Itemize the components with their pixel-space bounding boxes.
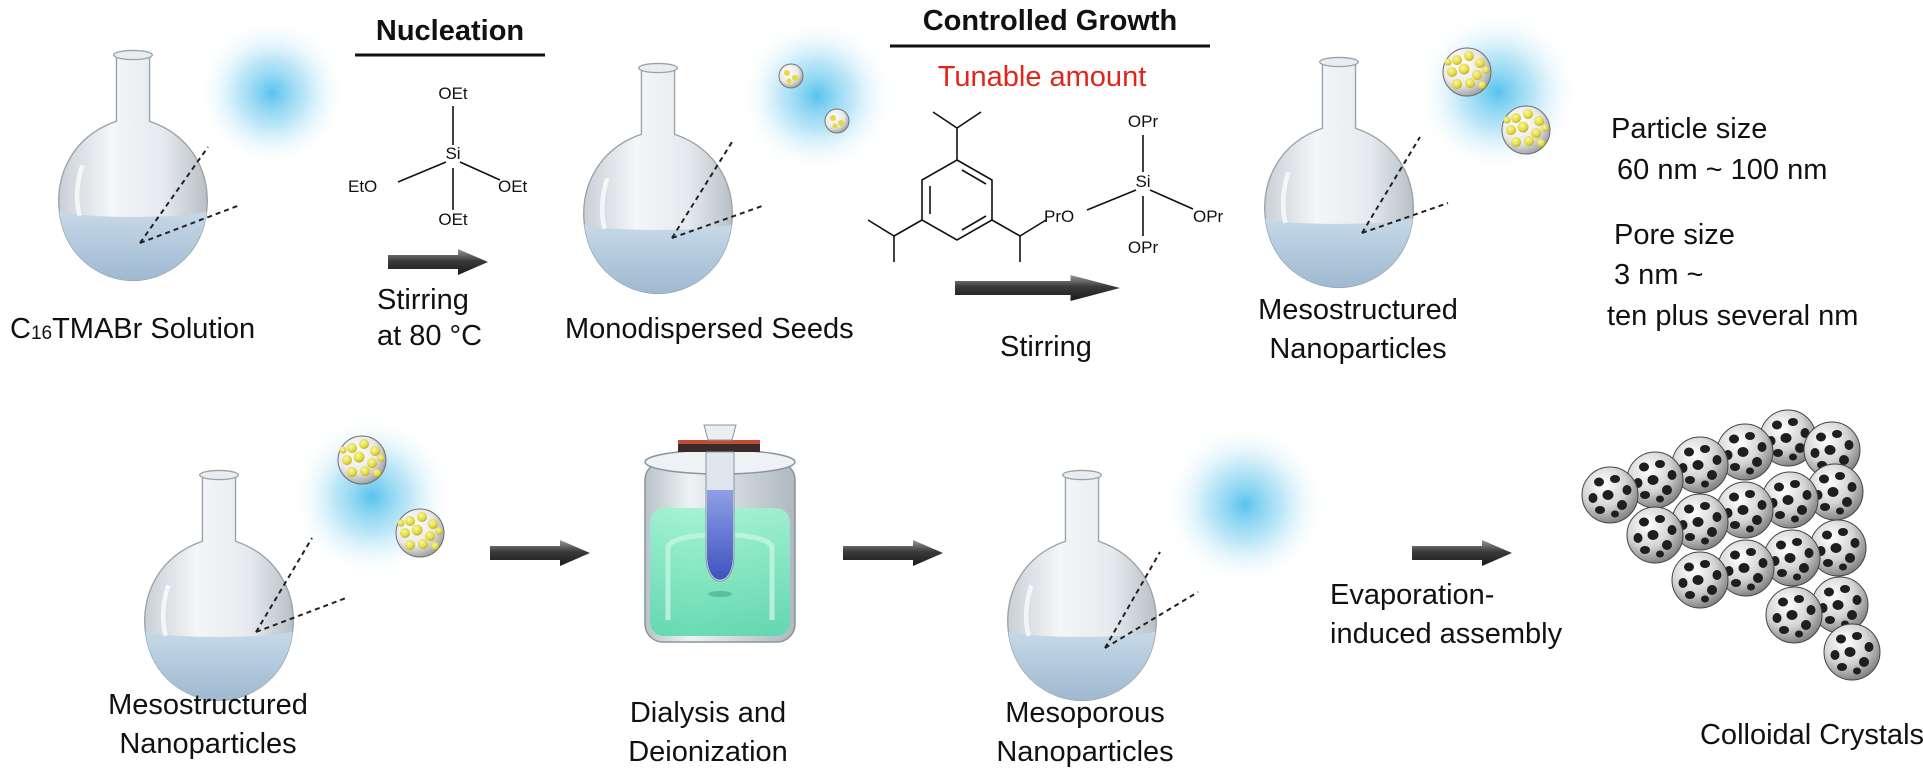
growth-arrow-label: Stirring (1000, 331, 1092, 363)
flask-step4 (145, 470, 294, 700)
label-monodispersed-seeds: Monodispersed Seeds (565, 313, 854, 345)
header-nucleation: Nucleation (375, 15, 525, 47)
tpos-center-label: Si (1135, 172, 1151, 191)
label-step6-line1: Mesoporous (1005, 697, 1165, 729)
mesostructured-particle-2 (1501, 105, 1551, 155)
label-ctmabr-subscript: 16 (30, 323, 53, 344)
tpos-molecule (1086, 135, 1194, 236)
tpos-bottom-label: OPr (1127, 238, 1159, 257)
label-step3-line1: Mesostructured (1258, 294, 1458, 326)
arrow-to-crystals (1412, 540, 1512, 566)
zoom-lines-step6 (1104, 551, 1199, 649)
mesostructured-particle-4 (395, 508, 445, 558)
flask-step3 (1265, 57, 1414, 287)
nucleation-arrow-line2: at 80 °C (377, 320, 483, 352)
flask-step1 (59, 50, 208, 280)
label-step6-line2: Nanoparticles (996, 736, 1174, 768)
particle-size-value: 60 nm ~ 100 nm (1617, 154, 1828, 186)
growth-tunable-amount: Tunable amount (937, 61, 1147, 93)
arrow-to-mesoporous (843, 540, 943, 566)
tipb-molecule (867, 111, 1047, 262)
zoom-lines-step2 (671, 141, 766, 239)
teos-top-label: OEt (438, 84, 468, 103)
glow-step3 (1416, 10, 1580, 174)
evaporation-line1: Evaporation- (1330, 579, 1495, 611)
label-colloidal-crystals: Colloidal Crystals (1699, 719, 1923, 751)
particle-size-title: Particle size (1611, 113, 1768, 145)
arrow-nucleation (388, 249, 488, 275)
tpos-right-label: OPr (1193, 207, 1224, 226)
teos-right-label: OEt (498, 177, 528, 196)
mesostructured-particle-1 (1442, 47, 1492, 97)
teos-center-label: Si (445, 144, 461, 163)
glow-step6 (1163, 423, 1327, 587)
glow-step1 (197, 18, 347, 168)
label-ctmabr-suffix: TMABr Solution (52, 313, 256, 345)
seed-particles (778, 63, 850, 134)
pore-size-value-line1: 3 nm ~ (1614, 259, 1704, 291)
mesostructured-particle-3 (337, 435, 387, 485)
label-step4-line2: Nanoparticles (119, 728, 297, 760)
label-step4-line1: Mesostructured (108, 689, 308, 721)
tpos-top-label: OPr (1127, 112, 1159, 131)
glow-step2 (739, 18, 895, 174)
pore-size-value-line2: ten plus several nm (1607, 300, 1859, 332)
colloidal-crystal (1581, 409, 1881, 681)
label-step5-line1: Dialysis and (629, 697, 787, 729)
arrow-growth (955, 275, 1120, 301)
arrow-to-dialysis (490, 540, 590, 566)
flask-step2 (584, 63, 733, 293)
dialysis-bag (678, 424, 760, 597)
label-ctmabr-prefix: C (10, 313, 31, 345)
teos-left-label: EtO (348, 177, 378, 196)
teos-molecule (397, 106, 501, 210)
tpos-left-label: PrO (1044, 207, 1075, 226)
label-step5-line2: Deionization (628, 736, 788, 768)
label-step3-line2: Nanoparticles (1269, 333, 1447, 365)
nucleation-arrow-line1: Stirring (377, 284, 469, 316)
zoom-lines-step4 (255, 537, 347, 633)
label-ctmabr-solution: C16TMABr Solution (10, 312, 255, 346)
header-controlled-growth: Controlled Growth (922, 5, 1178, 37)
teos-bottom-label: OEt (438, 210, 468, 229)
evaporation-line2: induced assembly (1330, 618, 1563, 650)
zoom-lines-step1 (139, 146, 241, 244)
flask-step6 (1008, 470, 1157, 700)
zoom-lines-step3 (1361, 136, 1449, 234)
header-underlines (355, 44, 1210, 57)
pore-size-title: Pore size (1614, 219, 1735, 251)
